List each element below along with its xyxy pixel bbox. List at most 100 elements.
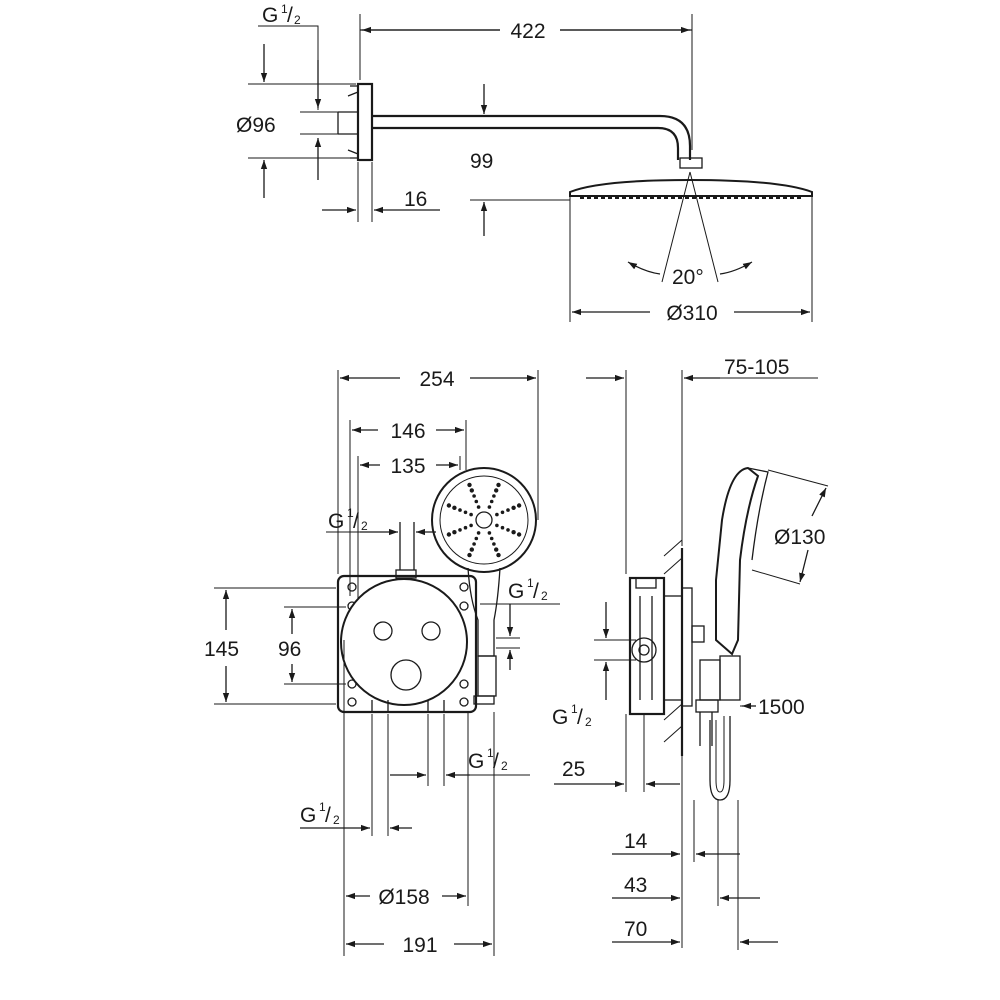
- spray-nozzle: [474, 499, 479, 504]
- spray-nozzle: [506, 528, 510, 532]
- label-spray-angle: 20°: [672, 266, 704, 289]
- spray-nozzle: [500, 525, 505, 530]
- svg-text:1: 1: [281, 2, 288, 16]
- svg-text:2: 2: [585, 715, 592, 729]
- label-valve-height: 145: [204, 638, 239, 661]
- label-valve-width: 254: [419, 368, 454, 391]
- label-hose-length: 1500: [758, 696, 805, 719]
- label-depth-43: 43: [624, 874, 647, 897]
- spray-nozzle: [476, 505, 481, 509]
- dim-thread-valve-top: G 1 / 2: [326, 506, 436, 536]
- label-flange-depth: 16: [404, 188, 427, 211]
- dim-valve-height: 145: [204, 587, 336, 705]
- dim-depth-25: 25: [554, 714, 680, 792]
- dim-flange-depth: 16: [322, 162, 440, 222]
- label-depth-25: 25: [562, 758, 585, 781]
- spray-nozzle: [469, 512, 473, 517]
- svg-text:1: 1: [347, 506, 354, 520]
- spray-nozzle: [496, 552, 501, 558]
- spray-nozzle: [469, 523, 473, 528]
- dim-depth-70: 70: [612, 800, 778, 950]
- head-shower-side-view: [337, 82, 813, 283]
- label-wall-flange-dia: Ø96: [236, 114, 276, 137]
- svg-text:1: 1: [487, 746, 494, 760]
- label-head-diameter: Ø310: [666, 302, 717, 325]
- spray-nozzle: [469, 488, 474, 493]
- svg-text:G: G: [262, 4, 278, 27]
- dim-wall-flange-diameter: Ø96: [236, 44, 356, 198]
- dim-hand-shower-diameter: Ø130: [751, 469, 829, 585]
- spray-nozzle: [492, 542, 496, 546]
- spray-nozzle: [494, 488, 499, 493]
- svg-text:/: /: [577, 706, 583, 729]
- dim-hand-shower-offset: 146: [349, 420, 467, 596]
- spray-nozzle: [467, 482, 472, 488]
- dim-valve-inner-height: 96: [278, 606, 346, 685]
- spray-nozzle: [463, 510, 468, 515]
- dim-hand-shower-offset-inner: 135: [357, 455, 461, 600]
- svg-text:1: 1: [527, 576, 534, 590]
- spray-nozzle: [472, 542, 476, 546]
- dim-arm-drop: 99: [470, 84, 570, 236]
- shower-arm: [372, 114, 692, 160]
- label-trim-width: 191: [402, 934, 437, 957]
- spray-nozzle: [463, 525, 468, 530]
- dim-thread-bottom-right: G 1 / 2: [390, 714, 530, 786]
- inlet-stub: [337, 111, 358, 135]
- label-install-depth: 75-105: [724, 356, 789, 379]
- spray-nozzle: [446, 532, 452, 537]
- hand-shower-handle: [467, 567, 501, 657]
- wall-flange: [356, 82, 374, 162]
- dim-arm-length: 422: [359, 14, 693, 150]
- valve-front-view: [336, 467, 537, 714]
- dim-thread-bottom-left: G 1 / 2: [300, 714, 412, 836]
- dim-thread-side-view: G 1 / 2: [552, 602, 636, 729]
- svg-text:/: /: [533, 580, 539, 603]
- svg-text:/: /: [493, 750, 499, 773]
- spray-nozzle: [495, 512, 499, 517]
- svg-text:/: /: [325, 804, 331, 827]
- dim-thread-side-outlet: G 1 / 2: [480, 576, 560, 670]
- spray-nozzle: [452, 505, 457, 510]
- spray-nozzle: [511, 530, 516, 535]
- spray-nozzle: [458, 528, 462, 532]
- dim-hose-length: 1500: [740, 696, 805, 719]
- spray-nozzle: [494, 547, 499, 552]
- temperature-knob: [390, 659, 422, 691]
- spray-nozzle: [469, 547, 474, 552]
- svg-text:G: G: [508, 580, 524, 603]
- label-arm-length: 422: [510, 20, 545, 43]
- spray-nozzle: [516, 532, 522, 537]
- svg-text:1: 1: [319, 800, 326, 814]
- spray-nozzles: [446, 482, 522, 558]
- top-inlet-pipe: [399, 522, 415, 570]
- label-valve-inner-height: 96: [278, 638, 301, 661]
- holder: [719, 655, 741, 701]
- dim-trim-diameter: Ø158: [343, 640, 495, 956]
- label-arm-drop: 99: [470, 150, 493, 173]
- label-hand-shower-dia: Ø130: [774, 526, 825, 549]
- spray-nozzle: [446, 503, 452, 508]
- valve-side-view: [628, 466, 769, 801]
- spray-nozzle: [487, 505, 492, 509]
- spray-nozzle: [496, 482, 501, 488]
- label-trim-diameter: Ø158: [378, 886, 429, 909]
- spray-nozzle: [511, 505, 516, 510]
- dim-depth-43: 43: [612, 800, 760, 906]
- svg-text:2: 2: [294, 13, 301, 27]
- dim-thread-top: G 1 / 2: [258, 2, 340, 180]
- spray-nozzle: [495, 523, 499, 528]
- button-right: [421, 621, 441, 641]
- rain-shower-head: [569, 178, 813, 197]
- spray-nozzle: [472, 494, 476, 498]
- label-hand-shower-offset: 146: [390, 420, 425, 443]
- svg-text:/: /: [287, 4, 293, 27]
- svg-text:2: 2: [501, 759, 508, 773]
- spray-nozzle: [506, 508, 510, 512]
- trim-plate: [340, 578, 468, 706]
- spray-nozzle: [458, 508, 462, 512]
- svg-text:G: G: [468, 750, 484, 773]
- svg-text:2: 2: [541, 589, 548, 603]
- dim-install-depth: 75-105: [586, 356, 818, 574]
